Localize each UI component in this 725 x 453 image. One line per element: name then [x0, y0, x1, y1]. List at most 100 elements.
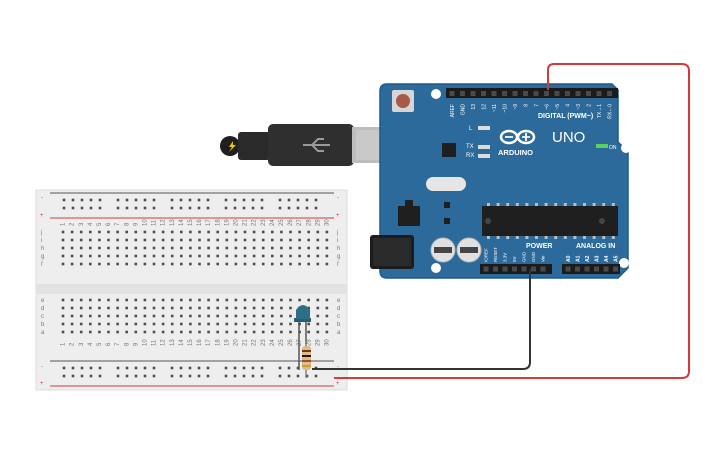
- breadboard-hole[interactable]: [305, 374, 309, 378]
- digital-pin-hole[interactable]: [481, 91, 486, 96]
- breadboard-hole[interactable]: [289, 314, 292, 318]
- breadboard-hole[interactable]: [180, 262, 183, 266]
- breadboard-hole[interactable]: [234, 254, 238, 258]
- breadboard-hole[interactable]: [252, 246, 256, 250]
- breadboard-hole[interactable]: [98, 254, 101, 258]
- breadboard-hole[interactable]: [134, 314, 138, 318]
- breadboard-hole[interactable]: [198, 246, 201, 250]
- breadboard-hole[interactable]: [79, 254, 83, 258]
- breadboard-hole[interactable]: [70, 246, 74, 250]
- breadboard-hole[interactable]: [271, 238, 274, 242]
- breadboard-hole[interactable]: [70, 238, 74, 242]
- breadboard-hole[interactable]: [280, 230, 283, 234]
- breadboard-hole[interactable]: [61, 230, 65, 234]
- breadboard-hole[interactable]: [243, 254, 247, 258]
- analog-pin-hole[interactable]: [565, 266, 571, 272]
- breadboard-hole[interactable]: [271, 298, 274, 302]
- breadboard-hole[interactable]: [125, 206, 129, 210]
- breadboard-hole[interactable]: [289, 330, 292, 334]
- breadboard-hole[interactable]: [314, 206, 318, 210]
- breadboard-hole[interactable]: [79, 298, 83, 302]
- breadboard-hole[interactable]: [207, 330, 210, 334]
- breadboard-hole[interactable]: [143, 206, 147, 210]
- breadboard-hole[interactable]: [89, 254, 92, 258]
- breadboard-hole[interactable]: [189, 254, 192, 258]
- breadboard-hole[interactable]: [70, 298, 74, 302]
- breadboard-hole[interactable]: [189, 314, 192, 318]
- breadboard-hole[interactable]: [198, 298, 201, 302]
- breadboard-hole[interactable]: [225, 314, 229, 318]
- breadboard-hole[interactable]: [107, 246, 110, 250]
- breadboard-hole[interactable]: [89, 366, 93, 370]
- breadboard-hole[interactable]: [252, 230, 256, 234]
- breadboard-hole[interactable]: [271, 330, 274, 334]
- breadboard-hole[interactable]: [261, 306, 265, 310]
- breadboard-hole[interactable]: [79, 306, 83, 310]
- breadboard-hole[interactable]: [79, 238, 83, 242]
- breadboard-hole[interactable]: [125, 306, 128, 310]
- breadboard-hole[interactable]: [198, 330, 201, 334]
- breadboard-hole[interactable]: [280, 322, 283, 326]
- breadboard-hole[interactable]: [280, 314, 283, 318]
- breadboard-hole[interactable]: [325, 322, 329, 326]
- breadboard-hole[interactable]: [62, 374, 66, 378]
- breadboard-hole[interactable]: [152, 254, 156, 258]
- breadboard-hole[interactable]: [161, 306, 165, 310]
- breadboard-hole[interactable]: [206, 366, 210, 370]
- breadboard-hole[interactable]: [207, 238, 210, 242]
- breadboard-hole[interactable]: [134, 330, 138, 334]
- breadboard-hole[interactable]: [134, 262, 138, 266]
- breadboard-hole[interactable]: [188, 206, 192, 210]
- breadboard-hole[interactable]: [280, 254, 283, 258]
- breadboard-hole[interactable]: [170, 206, 174, 210]
- breadboard-hole[interactable]: [325, 262, 329, 266]
- breadboard-hole[interactable]: [233, 206, 237, 210]
- analog-header[interactable]: [562, 264, 620, 274]
- breadboard-hole[interactable]: [107, 238, 110, 242]
- breadboard-hole[interactable]: [89, 374, 93, 378]
- power-pin-hole[interactable]: [483, 266, 489, 272]
- breadboard-hole[interactable]: [271, 246, 274, 250]
- breadboard-hole[interactable]: [143, 366, 147, 370]
- analog-pin-hole[interactable]: [603, 266, 609, 272]
- breadboard-hole[interactable]: [89, 198, 93, 202]
- breadboard-holes[interactable]: [61, 198, 329, 378]
- breadboard-hole[interactable]: [307, 322, 310, 326]
- digital-header[interactable]: [446, 88, 618, 98]
- breadboard-hole[interactable]: [271, 314, 274, 318]
- breadboard-hole[interactable]: [316, 254, 320, 258]
- breadboard-hole[interactable]: [233, 366, 237, 370]
- breadboard-hole[interactable]: [71, 198, 75, 202]
- breadboard-hole[interactable]: [207, 254, 210, 258]
- breadboard-hole[interactable]: [170, 262, 174, 266]
- breadboard-hole[interactable]: [143, 238, 147, 242]
- breadboard-hole[interactable]: [161, 262, 165, 266]
- breadboard-hole[interactable]: [252, 254, 256, 258]
- breadboard-hole[interactable]: [216, 298, 219, 302]
- breadboard-hole[interactable]: [116, 322, 119, 326]
- breadboard-hole[interactable]: [280, 330, 283, 334]
- breadboard-hole[interactable]: [79, 330, 83, 334]
- breadboard-hole[interactable]: [298, 238, 301, 242]
- breadboard-hole[interactable]: [189, 298, 192, 302]
- breadboard-hole[interactable]: [271, 254, 274, 258]
- breadboard-hole[interactable]: [316, 246, 320, 250]
- breadboard-hole[interactable]: [243, 298, 247, 302]
- breadboard-hole[interactable]: [307, 262, 310, 266]
- breadboard-hole[interactable]: [234, 298, 238, 302]
- breadboard-hole[interactable]: [61, 254, 65, 258]
- breadboard-hole[interactable]: [224, 206, 228, 210]
- breadboard-hole[interactable]: [316, 330, 320, 334]
- breadboard-hole[interactable]: [189, 246, 192, 250]
- breadboard-hole[interactable]: [170, 322, 174, 326]
- breadboard-hole[interactable]: [251, 374, 255, 378]
- breadboard-hole[interactable]: [260, 206, 264, 210]
- breadboard-hole[interactable]: [89, 306, 92, 310]
- breadboard-hole[interactable]: [234, 238, 238, 242]
- digital-pin-hole[interactable]: [544, 91, 549, 96]
- breadboard-hole[interactable]: [170, 254, 174, 258]
- breadboard-hole[interactable]: [89, 246, 92, 250]
- breadboard-hole[interactable]: [62, 366, 66, 370]
- breadboard-hole[interactable]: [261, 314, 265, 318]
